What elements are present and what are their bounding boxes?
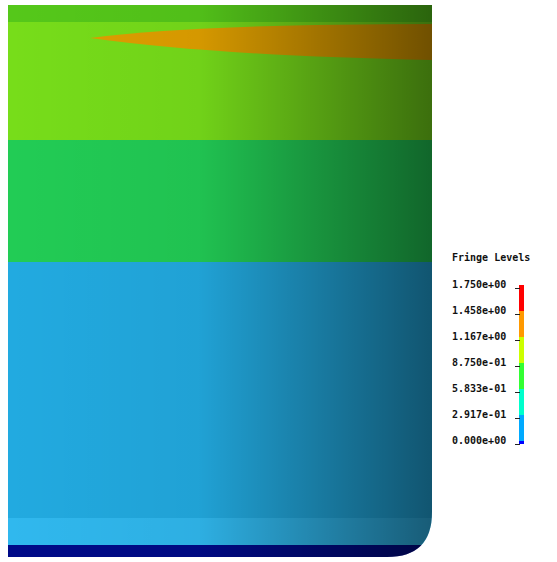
tick-mark xyxy=(515,314,520,315)
fringe-level: 1.458e+00 xyxy=(452,305,506,317)
cup-profile xyxy=(8,5,432,557)
tick-mark xyxy=(515,340,520,341)
fringe-level: 2.917e-01 xyxy=(452,409,506,421)
tick-mark xyxy=(515,418,520,419)
shading xyxy=(8,5,432,557)
fringe-level: 5.833e-01 xyxy=(452,383,506,395)
fringe-level: 1.750e+00 xyxy=(452,279,506,291)
tick-mark xyxy=(515,392,520,393)
fringe-level: 8.750e-01 xyxy=(452,357,506,369)
tick-mark xyxy=(515,444,520,445)
fringe-level: 1.167e+00 xyxy=(452,331,506,343)
tick-mark xyxy=(515,366,520,367)
legend-title: Fringe Levels xyxy=(452,252,530,264)
fringe-level: 0.000e+00 xyxy=(452,435,506,447)
tick-mark xyxy=(515,288,520,289)
